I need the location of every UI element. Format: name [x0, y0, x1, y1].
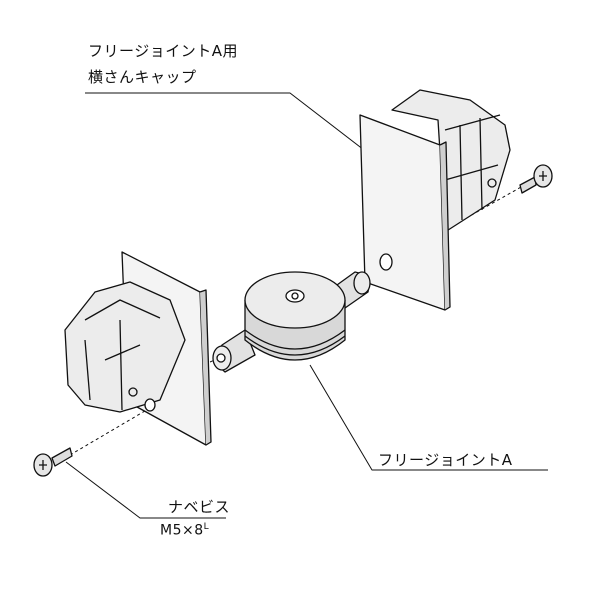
left-cap	[64, 251, 212, 446]
right-cap	[359, 89, 511, 311]
cap-label-line1: フリージョイントA用	[88, 42, 238, 60]
joint-label: フリージョイントA	[378, 451, 513, 469]
left-screw	[33, 447, 73, 477]
screw-size-suffix: L	[203, 522, 210, 532]
screw-size: M5×8	[160, 522, 204, 539]
right-screw	[519, 164, 553, 194]
leader-lines	[65, 92, 548, 519]
screw-name-label: ナベビス	[168, 498, 231, 516]
screw-size-label: M5×8L	[160, 522, 209, 539]
cap-label-line2: 横さんキャップ	[88, 68, 197, 86]
free-joint-a	[212, 271, 371, 373]
